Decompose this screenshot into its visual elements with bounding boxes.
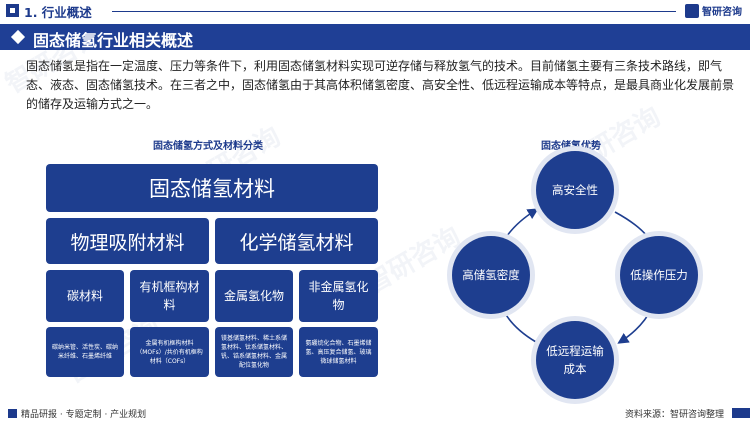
detail-node: 氨硼烷化合物、石墨烯储氢、高压复合储氢、玻璃微球储氢材料	[299, 327, 378, 377]
diamond-icon	[10, 29, 26, 45]
intro-paragraph: 固态储氢是指在一定温度、压力等条件下，利用固态储氢材料实现可逆存储与释放氢气的技…	[26, 59, 735, 111]
footer-tagline: 精品研报 · 专题定制 · 产业规划	[21, 410, 147, 420]
title-bar: 固态储氢行业相关概述	[0, 24, 750, 50]
brand: 智研咨询	[685, 3, 742, 18]
detail-node: 金属有机框构材料（MOFs）/共价有机框构材料（COFs）	[130, 327, 209, 377]
top-bar: 1. 行业概述 智研咨询	[0, 0, 750, 22]
advantages-heading: 固态储氢优势	[541, 141, 601, 152]
advantage-node: 高安全性	[536, 151, 614, 229]
divider	[112, 11, 676, 12]
detail-node: 镁基储氢材料、稀土系储氢材料、钛系储氢材料、钒、锆系储氢材料、金属配位氢化物	[215, 327, 293, 377]
advantages-cycle: 高安全性 低操作压力 低远程运输成本 高储氢密度	[450, 150, 700, 400]
advantage-node: 低远程运输成本	[536, 321, 614, 399]
section-bullet-icon	[6, 4, 19, 17]
group-node-chemical: 化学储氢材料	[215, 218, 378, 264]
category-node: 碳材料	[46, 270, 124, 322]
root-node: 固态储氢材料	[46, 164, 378, 212]
page-title: 固态储氢行业相关概述	[33, 31, 194, 50]
group-node-physical: 物理吸附材料	[46, 218, 209, 264]
brand-name: 智研咨询	[702, 7, 742, 18]
advantage-node: 低操作压力	[620, 236, 698, 314]
brand-logo-icon	[685, 3, 699, 18]
footer: 精品研报 · 专题定制 · 产业规划 资料来源：智研咨询整理	[0, 404, 750, 422]
category-node: 非金属氢化物	[299, 270, 378, 322]
source-note: 资料来源：智研咨询整理	[624, 410, 724, 420]
classification-heading: 固态储氢方式及材料分类	[153, 141, 263, 152]
advantage-node: 高储氢密度	[452, 236, 530, 314]
footer-square-icon	[8, 409, 17, 418]
category-node: 金属氢化物	[215, 270, 293, 322]
category-node: 有机框构材料	[130, 270, 209, 322]
section-label: 1. 行业概述	[24, 5, 92, 20]
footer-bar-icon	[732, 408, 750, 418]
detail-node: 碳纳米管、活性炭、碳纳米纤维、石墨烯纤维	[46, 327, 124, 377]
